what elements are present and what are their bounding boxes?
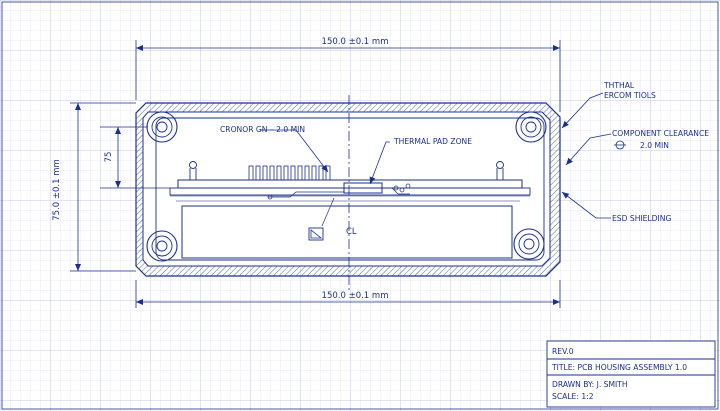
dimension-bottom-width	[135, 280, 561, 308]
callout-component-clearance: COMPONENT CLEARANCE	[612, 129, 709, 138]
dim-inner-height-label: 75	[104, 152, 114, 163]
title-block-rev: REV.0	[552, 347, 574, 356]
callout-thermal-pad-zone: THERMAL PAD ZONE	[393, 137, 472, 146]
dim-left-height-label: 75.0 ±0.1 mm	[52, 159, 62, 221]
standoff-right	[496, 161, 504, 180]
callout-clearance-value: 2.0 MIN	[640, 141, 669, 150]
title-block-drawn-by: DRAWN BY: J. SMITH	[552, 380, 628, 389]
mounting-boss-bottom-right	[513, 228, 545, 260]
leader-esd-shielding	[561, 191, 611, 219]
lower-chamber	[181, 205, 513, 259]
callout-thermal-tools-line2: ERCOM TIOLS	[604, 91, 656, 100]
leader-cronor-gn	[260, 129, 329, 173]
centerline-label: CL	[346, 227, 357, 237]
inner-cavity	[155, 117, 545, 261]
dimension-top-width	[135, 40, 561, 112]
pcb-traces	[267, 183, 411, 200]
dim-top-width-label: 150.0 ±0.1 mm	[322, 37, 389, 47]
dim-bottom-width-label: 150.0 ±0.1 mm	[322, 291, 389, 301]
title-block-title: TITLE: PCB HOUSING ASSEMBLY 1.0	[551, 363, 687, 372]
leader-thermal-pad	[369, 141, 390, 185]
mounting-boss-bottom-left	[146, 230, 178, 262]
mounting-boss-top-right	[515, 111, 547, 143]
leader-component-clearance	[565, 133, 626, 166]
callout-thermal-tools-line1: THTHAL	[603, 81, 635, 90]
housing-outer-wall	[135, 102, 561, 277]
datum-symbol	[308, 197, 335, 241]
callout-cronor-gn: CRONOR GN – 2.0 MIN	[220, 125, 305, 134]
leader-thermal-tools	[561, 92, 604, 129]
callout-esd-shielding: ESD SHIELDING	[612, 214, 671, 223]
title-block	[546, 340, 716, 408]
dimension-left-height	[70, 102, 136, 272]
heatsink-fins	[248, 165, 331, 181]
standoff-left	[189, 161, 197, 180]
dimension-inner-height	[100, 126, 170, 189]
title-block-scale: SCALE: 1:2	[552, 392, 594, 401]
pcb-board	[169, 179, 531, 197]
